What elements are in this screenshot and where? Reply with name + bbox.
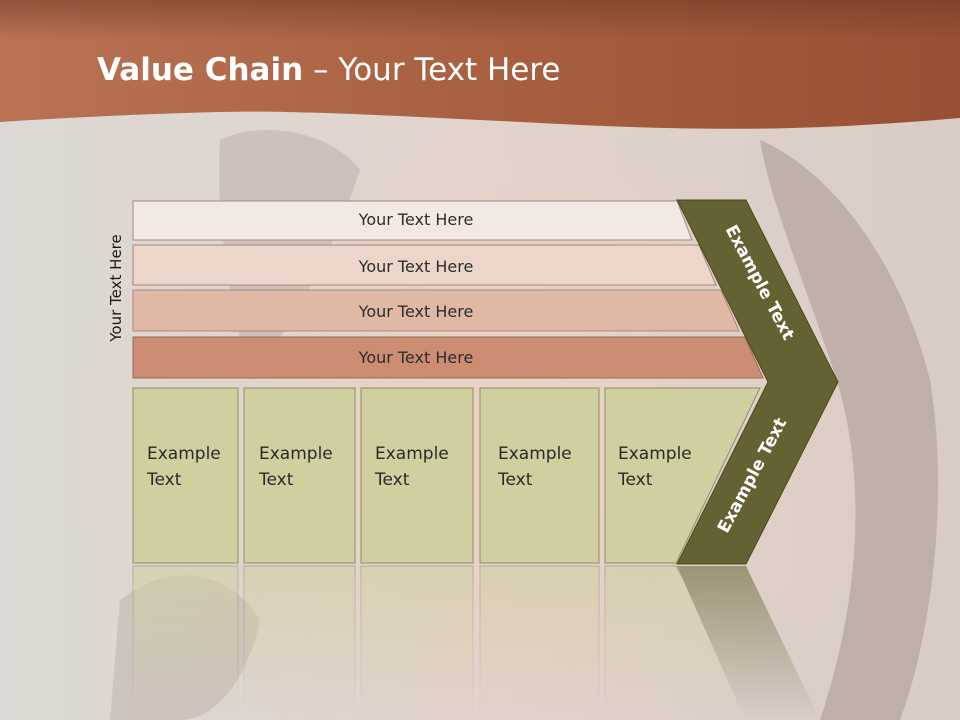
bar-1-label: Your Text Here [358,210,474,229]
box-2-line1: Example [259,444,333,464]
bar-2-label: Your Text Here [358,257,474,276]
reflection-box-4 [479,565,600,720]
reflection-graphic [132,565,820,720]
chevron-arrow [676,199,839,565]
reflection-box-3 [360,565,474,720]
reflection-chevron [677,566,820,720]
box-2 [243,387,356,564]
box-3 [360,387,474,564]
reflection-box-1 [132,565,239,720]
bar-3-label: Your Text Here [358,302,474,321]
box-4 [479,387,600,564]
title-rest: – Your Text Here [303,52,561,88]
box-5-line2: Text [617,470,653,490]
bar-4-label: Your Text Here [358,348,474,367]
bar-3 [132,289,740,332]
box-4-line1: Example [498,444,572,464]
box-1-line1: Example [147,444,221,464]
bar-1 [132,200,693,241]
slide-title: Value Chain – Your Text Here [97,52,560,88]
box-5-line1: Example [618,444,692,464]
box-2-line2: Text [258,470,294,490]
box-5 [604,387,761,564]
reflection-box-2 [243,565,356,720]
reflection-box-5 [604,565,761,720]
box-1 [132,387,239,564]
reflection [0,565,960,720]
box-4-line2: Text [497,470,533,490]
bar-2 [132,244,717,286]
title-bold: Value Chain [97,52,304,88]
box-1-line2: Text [146,470,182,490]
bar-4 [132,336,764,379]
box-3-line2: Text [374,470,410,490]
box-3-line1: Example [375,444,449,464]
